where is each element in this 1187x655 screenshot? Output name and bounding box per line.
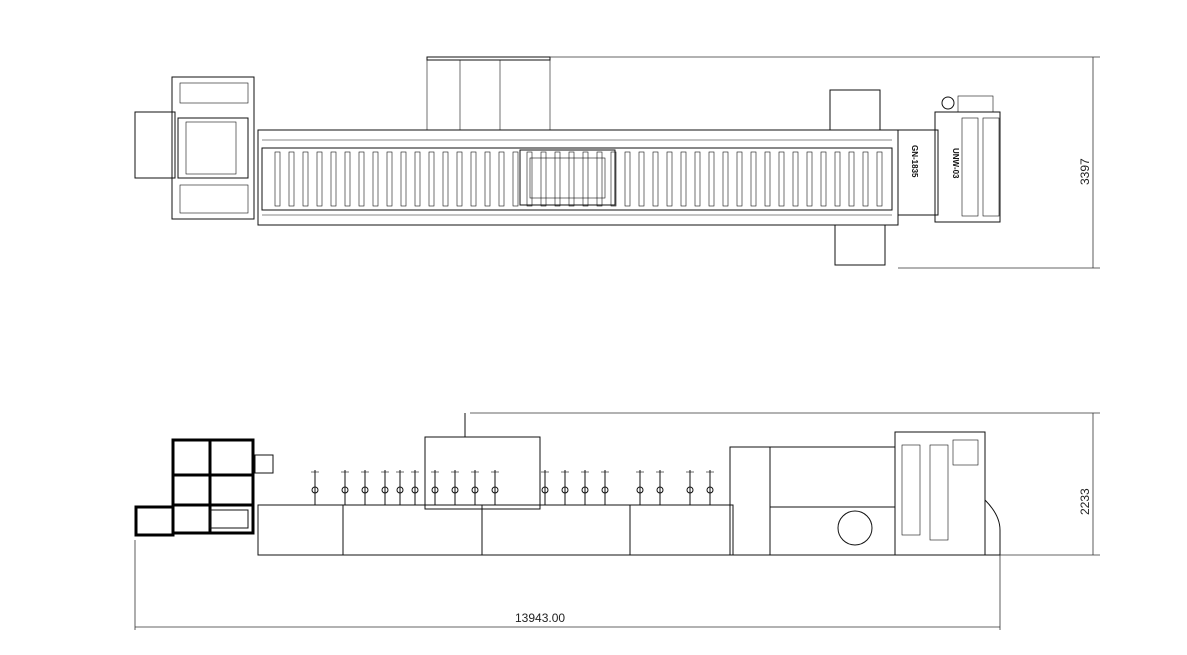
station-mark [722,151,729,207]
station-mark [568,151,575,207]
station-mark [540,151,547,207]
roller-station [471,470,479,505]
station-mark [456,151,463,207]
station-mark [554,151,561,207]
station-mark [750,151,757,207]
station-mark [274,151,281,207]
roller-station [381,470,389,505]
roller-station [601,470,609,505]
roller-station [706,470,714,505]
station-mark [764,151,771,207]
station-mark [316,151,323,207]
station-mark [302,151,309,207]
station-mark [652,151,659,207]
roller-station [311,470,319,505]
station-mark [876,151,883,207]
station-mark [778,151,785,207]
station-mark [526,151,533,207]
station-mark [386,151,393,207]
side-view-height-dimension: 2233 [1078,488,1092,515]
roller-station [541,470,549,505]
station-mark [512,151,519,207]
roller-station [636,470,644,505]
side-view: 2233 13943.00 [134,412,1100,630]
station-mark [820,151,827,207]
station-mark [708,151,715,207]
roller-station [396,470,404,505]
station-mark [400,151,407,207]
station-mark [428,151,435,207]
station-mark [736,151,743,207]
roller-station [491,470,499,505]
roller-station [361,470,369,505]
station-mark [834,151,841,207]
top-view: GN-1835 UNW-03 3397 [134,56,1100,269]
station-mark [694,151,701,207]
roller-station [561,470,569,505]
roller-station [581,470,589,505]
station-mark [638,151,645,207]
machine-label: GN-1835 [910,145,919,178]
roller-station [686,470,694,505]
station-marks [274,151,883,207]
station-mark [414,151,421,207]
station-mark [330,151,337,207]
station-mark [848,151,855,207]
roller-station [431,470,439,505]
station-mark [596,151,603,207]
station-mark [624,151,631,207]
side-view-length-dimension: 13943.00 [515,611,565,625]
top-view-height-dimension: 3397 [1078,158,1092,185]
station-mark [610,151,617,207]
station-mark [806,151,813,207]
station-mark [288,151,295,207]
station-mark [792,151,799,207]
station-mark [582,151,589,207]
roller-station [656,470,664,505]
roller-station [451,470,459,505]
station-mark [498,151,505,207]
roller-station [341,470,349,505]
station-mark [358,151,365,207]
roller-station [411,470,419,505]
station-mark [442,151,449,207]
roller-stations [311,470,714,505]
unfolder-label: UNW-03 [951,148,960,179]
station-mark [372,151,379,207]
station-mark [680,151,687,207]
station-mark [666,151,673,207]
station-mark [344,151,351,207]
station-mark [470,151,477,207]
station-mark [484,151,491,207]
station-mark [862,151,869,207]
